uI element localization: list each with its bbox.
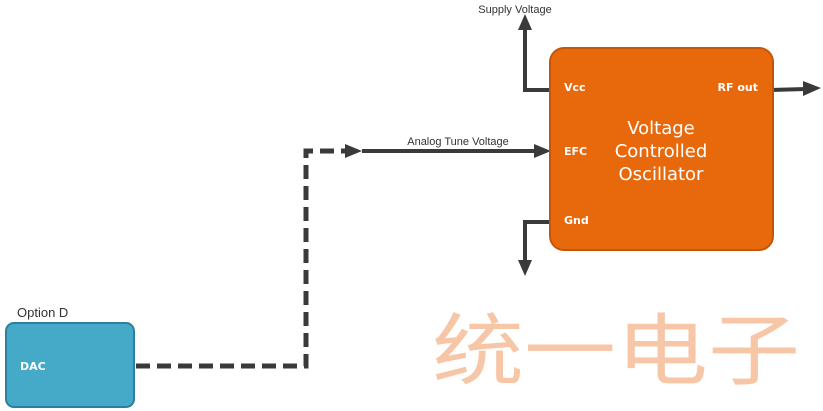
dac-dashed-line — [136, 148, 346, 369]
supply-voltage-line — [523, 28, 552, 92]
vco-pin-vcc: Vcc — [564, 81, 586, 94]
dac-box — [5, 322, 135, 408]
dac-block: Option D DAC — [5, 305, 135, 408]
option-label: Option D — [17, 305, 68, 320]
vco-pin-rf-out: RF out — [718, 81, 758, 94]
analog-tune-voltage-label: Analog Tune Voltage — [407, 136, 509, 148]
vco-title-line-3: Oscillator — [619, 164, 705, 185]
vco-box — [549, 47, 774, 251]
dac-label: DAC — [20, 360, 46, 373]
ground-connection — [518, 220, 552, 276]
vco-pin-efc: EFC — [564, 145, 587, 158]
supply-voltage-connection: Supply Voltage — [478, 4, 552, 92]
watermark-text: 统一电子 — [432, 307, 800, 397]
vco-block: Vcc EFC Gnd RF out Voltage Controlled Os… — [549, 47, 774, 251]
ground-line — [523, 220, 552, 262]
ground-arrowhead — [518, 260, 532, 276]
supply-voltage-arrowhead — [518, 14, 532, 30]
vco-title-line-1: Voltage — [627, 118, 695, 139]
rf-out-arrowhead — [803, 81, 821, 96]
vco-pin-gnd: Gnd — [564, 214, 589, 227]
dac-dashed-arrowhead — [345, 144, 362, 158]
rf-out-connection — [769, 81, 821, 96]
dac-tune-path — [136, 144, 362, 369]
vco-title-line-2: Controlled — [615, 141, 708, 162]
supply-voltage-label: Supply Voltage — [478, 4, 551, 16]
analog-tune-arrowhead — [534, 144, 551, 158]
rf-out-line — [769, 87, 807, 92]
analog-tune-connection: Analog Tune Voltage — [362, 136, 551, 158]
